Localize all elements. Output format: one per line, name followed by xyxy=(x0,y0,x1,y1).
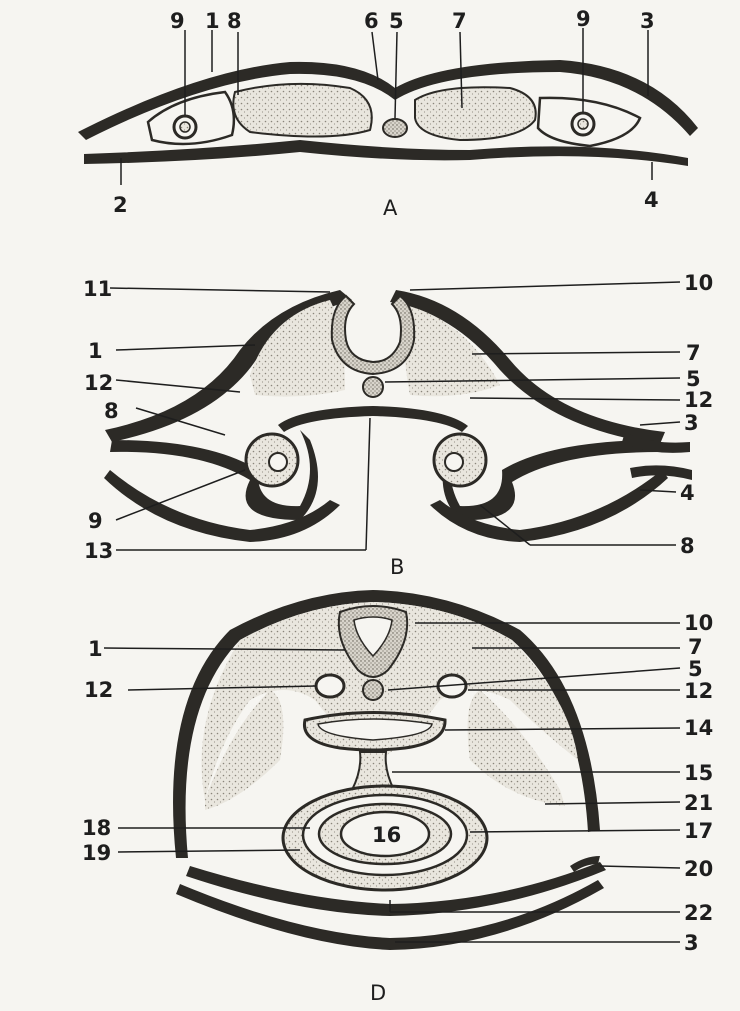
panel-b-label-3: 3 xyxy=(684,411,699,435)
panel-d-label-1: 1 xyxy=(88,637,103,661)
panel-b-duct-right-inner xyxy=(445,453,463,471)
panel-d-label-5: 5 xyxy=(688,657,703,681)
panel-b-notochord xyxy=(363,377,383,397)
panel-d-label-15: 15 xyxy=(684,761,713,785)
panel-d-label-18: 18 xyxy=(82,816,111,840)
panel-a-label-9-left: 9 xyxy=(170,9,185,33)
panel-b-label-8: 8 xyxy=(104,399,119,423)
panel-b-label-12-right: 12 xyxy=(684,388,713,412)
panel-b-label-12-left: 12 xyxy=(84,371,113,395)
panel-d-label-3: 3 xyxy=(684,931,699,955)
panel-a-label-3: 3 xyxy=(640,9,655,33)
panel-d-label-10: 10 xyxy=(684,611,713,635)
panel-b-duct-left-inner xyxy=(269,453,287,471)
panel-a-label-8: 8 xyxy=(227,9,242,33)
panel-d-caption: D xyxy=(370,981,386,1005)
panel-d-notochord xyxy=(363,680,383,700)
panel-b-label-13: 13 xyxy=(84,539,113,563)
panel-d-label-16: 16 xyxy=(372,823,401,847)
panel-a-duct-right-lumen xyxy=(578,119,588,129)
panel-d: 10 1 7 5 12 12 14 15 21 18 17 16 19 20 2… xyxy=(82,590,713,1005)
panel-b-label-10: 10 xyxy=(684,271,713,295)
panel-a-label-1: 1 xyxy=(205,9,220,33)
panel-b: 11 10 1 7 12 5 12 8 3 4 9 8 13 B xyxy=(83,271,713,579)
panel-b-label-4: 4 xyxy=(680,481,695,505)
panel-b-label-11: 11 xyxy=(83,277,112,301)
panel-a-label-4: 4 xyxy=(644,188,659,212)
panel-a-label-7: 7 xyxy=(452,9,467,33)
panel-a-duct-left-lumen xyxy=(180,122,190,132)
panel-a-cavity-right xyxy=(538,98,640,146)
panel-d-label-14: 14 xyxy=(684,716,713,740)
panel-a-paraxial-mesoderm-right xyxy=(415,87,536,140)
panel-b-label-7: 7 xyxy=(686,341,701,365)
panel-d-aorta-left xyxy=(316,675,344,697)
panel-b-caption: B xyxy=(390,555,404,579)
panel-d-label-21: 21 xyxy=(684,791,713,815)
panel-d-label-22: 22 xyxy=(684,901,713,925)
panel-d-label-20: 20 xyxy=(684,857,713,881)
panel-a-label-5: 5 xyxy=(389,9,404,33)
panel-d-label-19: 19 xyxy=(82,841,111,865)
panel-a-notochord xyxy=(383,119,407,137)
panel-d-label-7: 7 xyxy=(688,635,703,659)
panel-b-endoderm xyxy=(278,406,468,432)
panel-a-label-6: 6 xyxy=(364,9,379,33)
panel-a-label-2: 2 xyxy=(113,193,128,217)
panel-b-label-9: 9 xyxy=(88,509,103,533)
panel-b-neural-tube xyxy=(332,296,414,374)
panel-d-mesentery xyxy=(352,752,394,790)
panel-b-somite-left xyxy=(250,300,345,397)
panel-d-label-12-right: 12 xyxy=(684,679,713,703)
panel-b-label-1: 1 xyxy=(88,339,103,363)
panel-d-label-17: 17 xyxy=(684,819,713,843)
panel-b-label-8-right: 8 xyxy=(680,534,695,558)
panel-a-caption: A xyxy=(383,196,398,220)
panel-a-paraxial-mesoderm-left xyxy=(233,84,371,137)
panel-a-label-9-right: 9 xyxy=(576,7,591,31)
panel-d-label-12-left: 12 xyxy=(84,678,113,702)
panel-a: 9 1 8 6 5 7 9 3 2 4 A xyxy=(78,7,698,220)
